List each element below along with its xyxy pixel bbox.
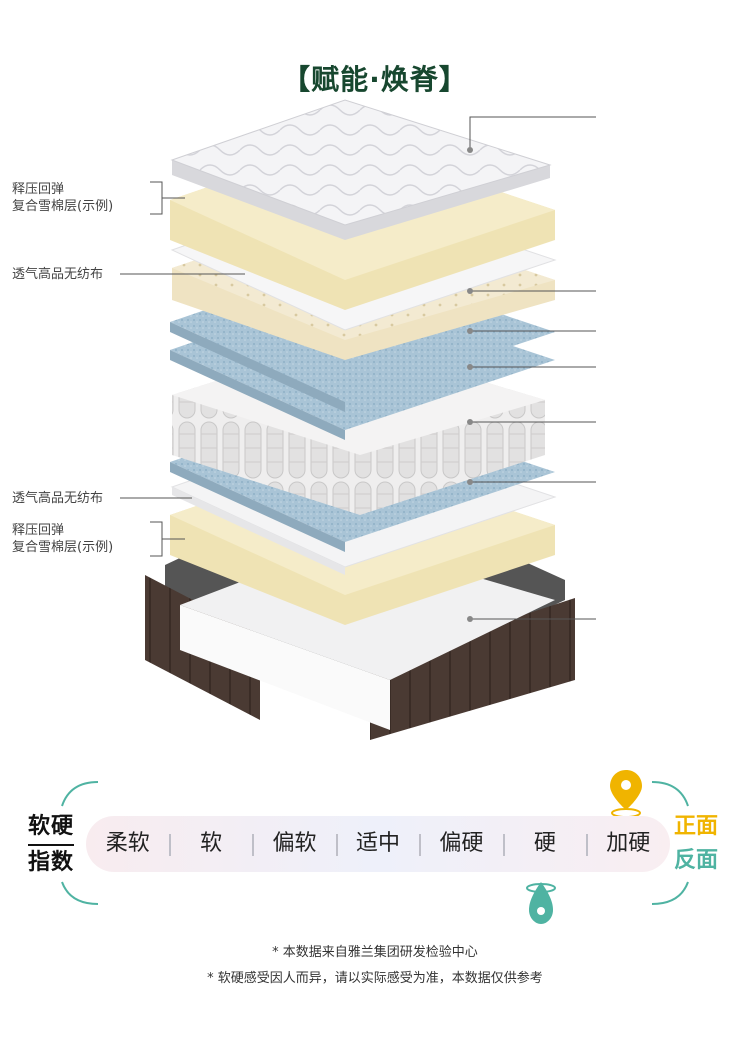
footnote-disclaimer: * 软硬感受因人而异，请以实际感受为准，本数据仅供参考 (207, 971, 543, 986)
level-divider (586, 834, 588, 856)
left-callout-lines (120, 181, 245, 557)
level-divider (503, 834, 505, 856)
right-callout-lines (469, 116, 596, 620)
hardness-scale: 软硬 指数 柔软 软 偏软 适中 偏硬 硬 加硬 正面 反面 (0, 770, 750, 930)
top-knit-fabric (170, 99, 552, 240)
label-snow-foam-lower: 释压回弹 复合雪棉层(示例) (12, 523, 114, 555)
back-side-label: 反面 (674, 848, 719, 873)
hardness-bar: 柔软 软 偏软 适中 偏硬 硬 加硬 (86, 816, 670, 872)
level-slightly-soft: 偏软 (272, 831, 317, 856)
tag-antibacterial-fabric: 抗菌面料 (636, 611, 692, 627)
level-slightly-firm: 偏硬 (439, 831, 484, 856)
front-side-label: 正面 (674, 814, 719, 839)
tag-latex: 高纯度乳胶 (629, 283, 699, 299)
footnotes: * 本数据来自雅兰集团研发检验中心 * 软硬感受因人而异，请以实际感受为准，本数… (0, 940, 750, 992)
mattress-exploded-diagram: Intense针织面料 高纯度乳胶 环保代棕棉层 加硬环保代棕棉层 Pocket… (12, 99, 732, 740)
level-medium: 适中 (355, 831, 400, 856)
tag-pocket-coil: Pocketed Coil弹簧 (596, 414, 732, 430)
tag-eco-fiber-lower: 环保代棕棉层 (622, 474, 706, 490)
drop-pin-icon (526, 882, 556, 924)
mattress-layers-illustration (120, 99, 596, 740)
footnote-source: * 本数据来自雅兰集团研发检验中心 (272, 945, 478, 960)
level-firm: 硬 (533, 831, 556, 856)
scale-brackets (61, 770, 689, 924)
hardness-index-label: 软硬 指数 (28, 814, 75, 875)
tag-knit-fabric: Intense针织面料 (606, 109, 722, 125)
level-divider (169, 834, 171, 856)
tag-eco-fiber: 环保代棕棉层 (622, 323, 706, 339)
level-divider (252, 834, 254, 856)
label-snow-foam-upper: 释压回弹 复合雪棉层(示例) (12, 182, 114, 214)
level-soft: 软 (200, 831, 223, 856)
label-nonwoven-lower: 透气高品无纺布 (12, 491, 104, 506)
label-nonwoven-upper: 透气高品无纺布 (12, 267, 104, 282)
page-title: 【赋能·焕脊】 (282, 63, 468, 96)
level-extra-firm: 加硬 (606, 831, 651, 856)
right-callout-dots (467, 147, 473, 622)
level-divider (336, 834, 338, 856)
level-soft-plus: 柔软 (105, 831, 150, 856)
tag-hard-eco-fiber: 加硬环保代棕棉层 (608, 359, 720, 375)
level-divider (419, 834, 421, 856)
location-pin-icon (610, 770, 642, 818)
